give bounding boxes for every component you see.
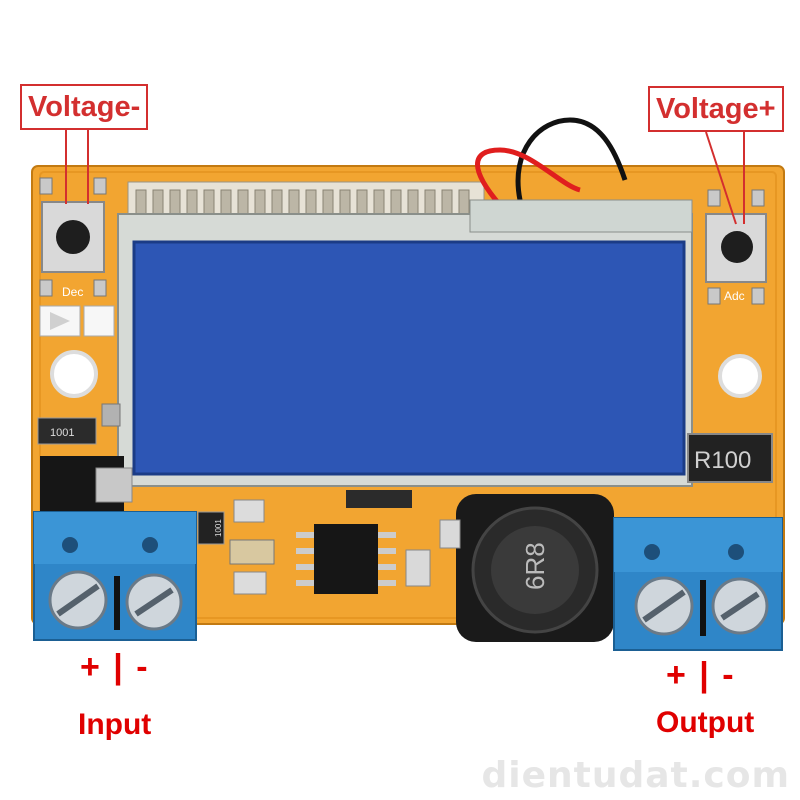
- output-terminal-block: [613, 517, 783, 651]
- mounting-hole-right: [718, 354, 762, 398]
- voltage-plus-callout: Voltage+: [648, 86, 784, 132]
- watermark: dientudat.com: [481, 755, 790, 796]
- voltage-plus-button[interactable]: [705, 189, 767, 305]
- input-terminal-block: [33, 511, 197, 641]
- sense-resistor: [687, 433, 773, 483]
- inductor-label: 6R8: [520, 542, 550, 590]
- voltage-minus-callout: Voltage-: [20, 84, 149, 130]
- sense-resistor-label: R100: [694, 447, 751, 474]
- mounting-hole-left: [50, 350, 98, 398]
- inductor: [456, 494, 614, 642]
- input-label: Input: [78, 708, 152, 741]
- output-polarity: + | -: [666, 656, 736, 694]
- voltage-plus-leader: [705, 131, 737, 225]
- resistor-1001: [37, 417, 97, 445]
- input-polarity: + | -: [80, 648, 150, 686]
- lcd-screen: [134, 242, 684, 474]
- output-label: Output: [656, 706, 755, 739]
- adc-silkscreen: Adc: [724, 289, 745, 303]
- voltage-minus-button[interactable]: [39, 177, 107, 297]
- resistor-1001-label: 1001: [50, 427, 74, 439]
- ic-chip: [296, 524, 396, 594]
- resistor-1001-bottom-label: 1001: [214, 519, 223, 537]
- dec-silkscreen: Dec: [62, 285, 83, 299]
